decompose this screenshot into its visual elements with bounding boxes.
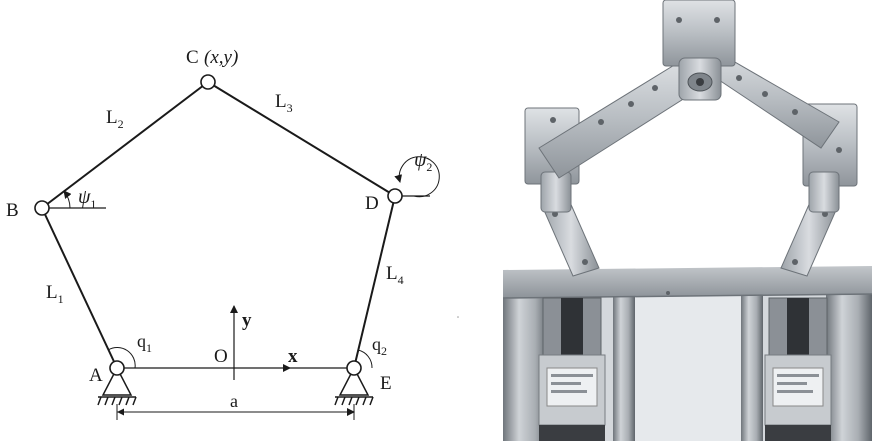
link-l1 (41, 207, 118, 369)
label-q2: q2 (372, 334, 387, 358)
label-y-axis: y (242, 310, 252, 331)
label-psi2: ψ2 (414, 149, 432, 174)
label-q1: q1 (137, 331, 152, 355)
motor-left (538, 297, 606, 441)
label-c: C (186, 47, 199, 68)
joint-e (346, 360, 362, 376)
link-l3 (207, 81, 396, 197)
label-psi1: ψ1 (78, 186, 96, 211)
stray-dot (457, 316, 459, 318)
label-x-axis: x (288, 346, 298, 367)
label-o: O (214, 346, 228, 367)
joint-d (387, 188, 403, 204)
links (41, 81, 396, 369)
label-base-length: a (230, 391, 238, 411)
joint-c (200, 74, 216, 90)
label-c-coords: (x,y) (204, 47, 238, 68)
distal-link-right (688, 45, 840, 149)
label-l4: L4 (386, 263, 404, 287)
joint-b (34, 200, 50, 216)
motor-right (764, 297, 832, 441)
label-b: B (6, 200, 19, 221)
base-plate (503, 266, 872, 299)
q1-angle-arc (107, 346, 136, 369)
label-e-point: E (380, 373, 392, 394)
label-a-point: A (89, 365, 103, 386)
five-bar-mechanism-diagram: C (x,y) L2 L3 L1 L4 B D A E O ψ1 ψ2 q1 q… (6, 47, 459, 420)
end-effector-joint (662, 0, 736, 101)
psi1-angle-arc (63, 190, 72, 209)
ground-support-e (334, 366, 374, 406)
robot-prototype-photo (503, 0, 872, 441)
psi2-angle-arc (394, 156, 440, 198)
ground-support-a (97, 366, 137, 406)
joint-a (109, 360, 125, 376)
label-l2: L2 (106, 107, 124, 131)
link-l2 (41, 81, 209, 209)
label-l3: L3 (275, 91, 293, 115)
link-l4 (353, 195, 396, 369)
joints (34, 74, 403, 376)
label-l1: L1 (46, 282, 64, 306)
label-d: D (365, 193, 379, 214)
q2-angle-arc (357, 349, 373, 369)
